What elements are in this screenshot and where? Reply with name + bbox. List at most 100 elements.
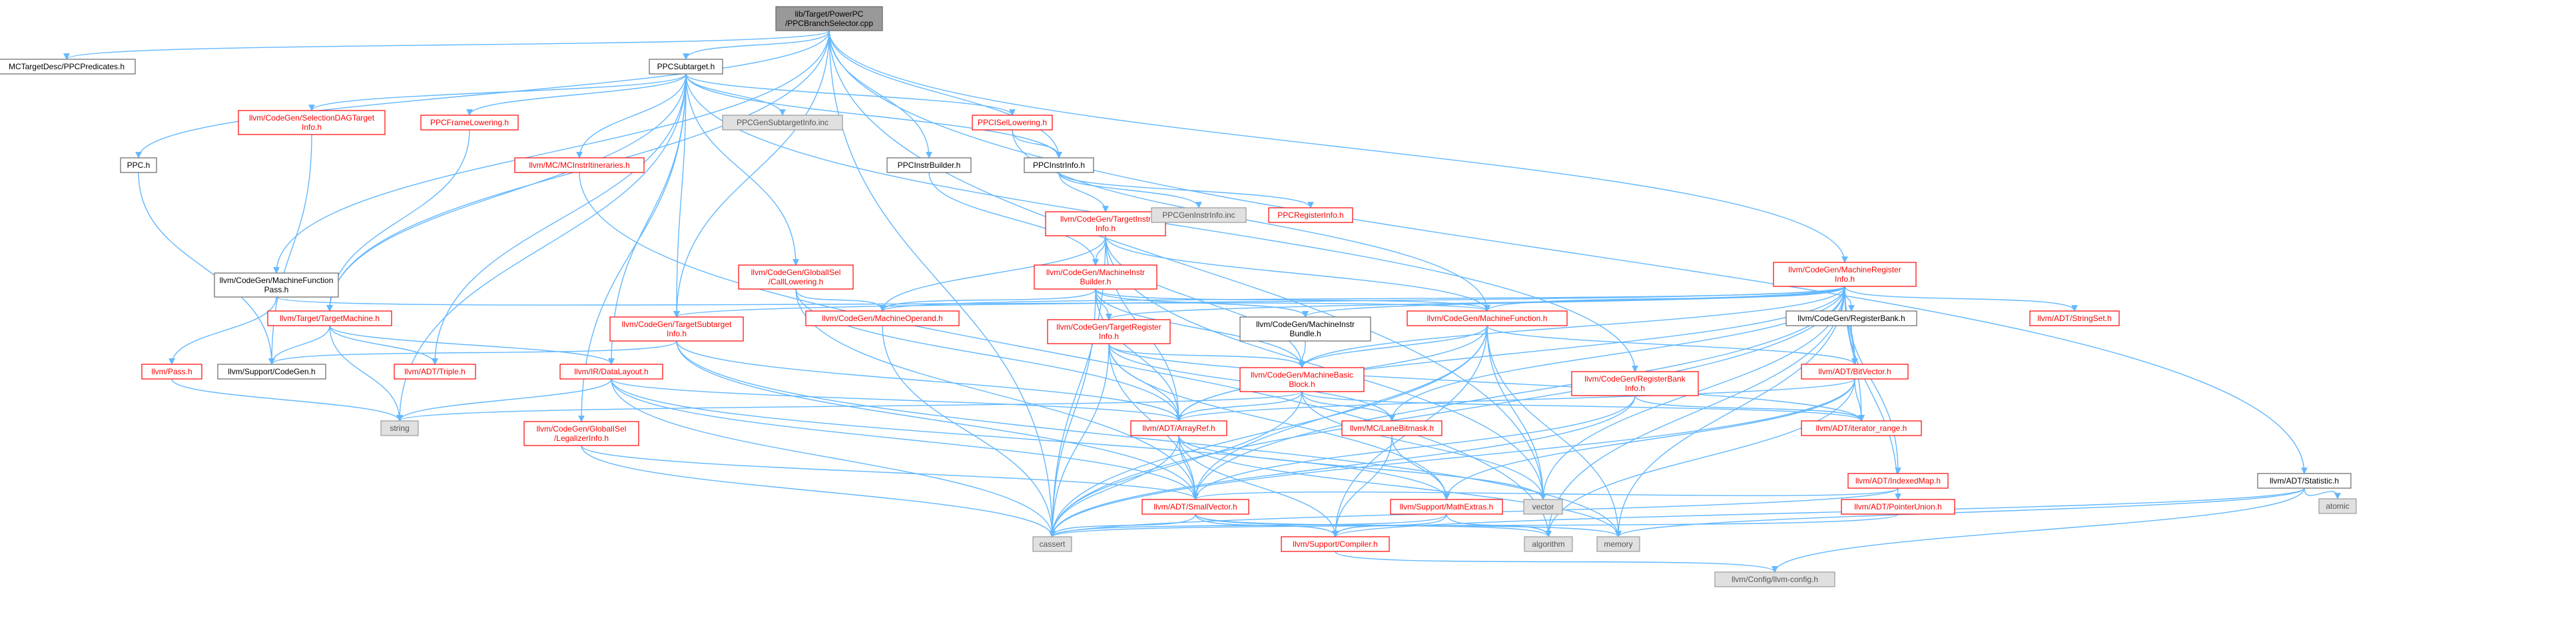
- edge-treginfo-to-iterrange: [1108, 343, 1865, 422]
- edge-calllow-to-moperand: [795, 288, 886, 312]
- node-cassert[interactable]: cassert: [1032, 536, 1072, 552]
- node-legalizer[interactable]: llvm/CodeGen/GlobalISel/LegalizerInfo.h: [523, 421, 639, 446]
- edge-mbb-to-vector: [1301, 391, 1546, 500]
- node-smallvector[interactable]: llvm/ADT/SmallVector.h: [1141, 499, 1249, 515]
- node-box: [738, 264, 854, 290]
- node-label: llvm/CodeGen/TargetRegister: [1056, 322, 1161, 332]
- edge-mfunction-to-memory: [1486, 325, 1622, 537]
- node-framelow[interactable]: PPCFrameLowering.h: [420, 115, 519, 131]
- node-box: [1341, 420, 1443, 436]
- node-label: llvm/CodeGen/MachineFunction.h: [1427, 314, 1548, 323]
- node-iterrange[interactable]: llvm/ADT/iterator_range.h: [1801, 420, 1922, 436]
- node-string[interactable]: string: [380, 420, 419, 436]
- node-label: /PPCBranchSelector.cpp: [785, 19, 873, 28]
- node-mctd[interactable]: MCTargetDesc/PPCPredicates.h: [0, 59, 136, 75]
- node-box: [120, 157, 157, 173]
- node-calllow[interactable]: llvm/CodeGen/GlobalISel/CallLowering.h: [738, 264, 854, 290]
- node-mathextras[interactable]: llvm/Support/MathExtras.h: [1390, 499, 1503, 515]
- edge-root-to-ppcsub: [683, 30, 830, 60]
- edge-datalayout-to-cassert: [611, 378, 1056, 537]
- node-label: atomic: [2326, 501, 2349, 511]
- node-label: llvm/ADT/iterator_range.h: [1816, 424, 1907, 433]
- node-stringset[interactable]: llvm/ADT/StringSet.h: [2029, 310, 2120, 326]
- node-box: [775, 6, 883, 31]
- node-datalayout[interactable]: llvm/IR/DataLayout.h: [559, 364, 663, 380]
- edge-mathextras-to-cassert: [1049, 513, 1447, 537]
- node-box: [559, 364, 663, 380]
- node-moperand[interactable]: llvm/CodeGen/MachineOperand.h: [805, 310, 960, 326]
- node-atomic[interactable]: atomic: [2318, 498, 2357, 514]
- node-ppch[interactable]: PPC.h: [120, 157, 157, 173]
- node-isellow[interactable]: PPCISelLowering.h: [972, 115, 1053, 131]
- edge-ppcsub-to-framelow: [466, 73, 687, 116]
- node-label: llvm/Target/TargetMachine.h: [280, 314, 380, 323]
- node-label: llvm/CodeGen/MachineBasic: [1251, 370, 1353, 380]
- node-compiler[interactable]: llvm/Support/Compiler.h: [1281, 536, 1390, 552]
- node-reginfo[interactable]: PPCRegisterInfo.h: [1268, 207, 1353, 223]
- edge-bitvector-to-cassert: [1049, 378, 1855, 537]
- node-instrinfo[interactable]: PPCInstrInfo.h: [1024, 157, 1094, 173]
- node-box: [1024, 157, 1094, 173]
- node-ppcsub[interactable]: PPCSubtarget.h: [649, 59, 723, 75]
- node-statistic[interactable]: llvm/ADT/Statistic.h: [2257, 473, 2352, 489]
- node-label: memory: [1604, 539, 1632, 549]
- node-ptrunion[interactable]: llvm/ADT/PointerUnion.h: [1841, 499, 1955, 515]
- node-label: llvm/ADT/StringSet.h: [2037, 314, 2111, 323]
- edge-root-to-vector: [828, 30, 1546, 500]
- node-vector[interactable]: vector: [1523, 499, 1563, 515]
- edges-layer: [63, 30, 2341, 573]
- node-label: llvm/CodeGen/RegisterBank.h: [1797, 314, 1905, 323]
- node-root[interactable]: lib/Target/PowerPC/PPCBranchSelector.cpp: [775, 6, 883, 31]
- edge-datalayout-to-smallvector: [611, 378, 1199, 500]
- node-targetmachine[interactable]: llvm/Target/TargetMachine.h: [267, 310, 392, 326]
- node-label: llvm/CodeGen/MachineInstr: [1046, 268, 1145, 277]
- node-label: llvm/CodeGen/MachineOperand.h: [822, 314, 942, 323]
- node-label: llvm/ADT/Statistic.h: [2270, 476, 2339, 485]
- edge-isellow-to-instrinfo: [1012, 129, 1062, 158]
- edge-targetmachine-to-supcodegen: [268, 325, 330, 365]
- edge-mfpass-to-mfunction: [276, 296, 1490, 312]
- node-label: llvm/Config/llvm-config.h: [1732, 575, 1818, 584]
- node-mfunction[interactable]: llvm/CodeGen/MachineFunction.h: [1407, 310, 1568, 326]
- edge-statistic-to-llvmconfig: [1771, 487, 2305, 573]
- node-memory[interactable]: memory: [1596, 536, 1640, 552]
- node-supcodegen[interactable]: llvm/Support/CodeGen.h: [217, 364, 326, 380]
- node-bitvector[interactable]: llvm/ADT/BitVector.h: [1801, 364, 1909, 380]
- edge-framelow-to-targetmachine: [326, 129, 470, 312]
- node-box: [1407, 310, 1568, 326]
- node-indexedmap[interactable]: llvm/ADT/IndexedMap.h: [1847, 473, 1949, 489]
- node-label: llvm/MC/LaneBitmask.h: [1350, 424, 1434, 433]
- edge-bitvector-to-iterrange: [1854, 378, 1865, 422]
- edge-ppcsub-to-triple: [432, 73, 687, 365]
- node-lanebitmask[interactable]: llvm/MC/LaneBitmask.h: [1341, 420, 1443, 436]
- node-label: llvm/Support/CodeGen.h: [228, 367, 315, 376]
- node-box: [1390, 499, 1503, 515]
- node-label: PPCRegisterInfo.h: [1277, 210, 1343, 220]
- node-label: PPCInstrBuilder.h: [898, 160, 961, 170]
- edge-tsubinfo-to-arrayref: [676, 340, 1182, 422]
- edge-lanebitmask-to-compiler: [1332, 435, 1393, 537]
- node-regbank[interactable]: llvm/CodeGen/RegisterBank.h: [1785, 310, 1917, 326]
- node-arrayref[interactable]: llvm/ADT/ArrayRef.h: [1130, 420, 1227, 436]
- node-triple[interactable]: llvm/ADT/Triple.h: [394, 364, 476, 380]
- node-algorithm[interactable]: algorithm: [1524, 536, 1573, 552]
- node-mcitin[interactable]: llvm/MC/MCInstrItineraries.h: [514, 157, 645, 173]
- node-pass[interactable]: llvm/Pass.h: [141, 364, 202, 380]
- node-llvmconfig[interactable]: llvm/Config/llvm-config.h: [1714, 571, 1835, 587]
- node-geninstrinc[interactable]: PPCGenInstrInfo.inc: [1151, 207, 1247, 223]
- edge-moperand-to-cassert: [882, 325, 1056, 537]
- node-box: [1268, 207, 1353, 223]
- node-instrbuilder[interactable]: PPCInstrBuilder.h: [886, 157, 972, 173]
- node-gensubinc[interactable]: PPCGenSubtargetInfo.inc: [722, 115, 843, 131]
- node-label: llvm/ADT/ArrayRef.h: [1142, 424, 1215, 433]
